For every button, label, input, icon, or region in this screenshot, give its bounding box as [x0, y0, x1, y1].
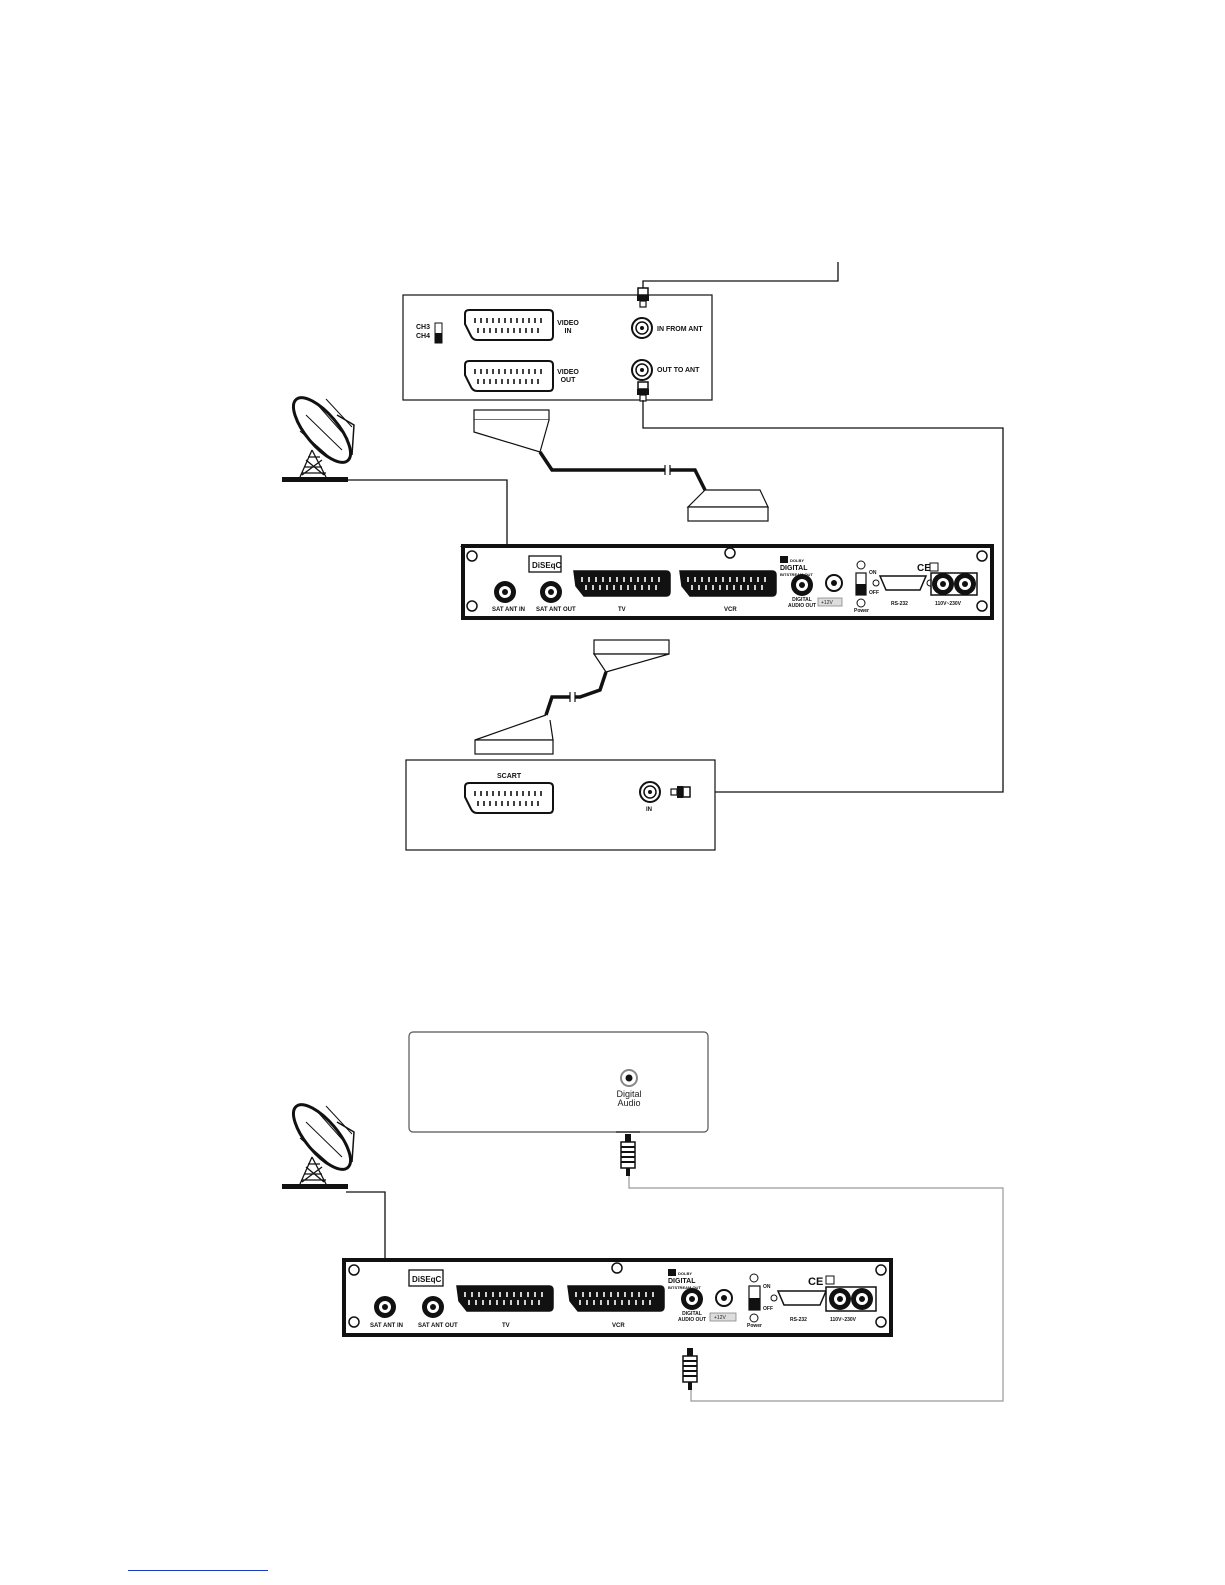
optical-plug-bottom	[682, 1347, 698, 1391]
scart-cable-bottom	[474, 639, 670, 755]
scart-cable-top	[473, 409, 769, 522]
on-label-bottom: ON	[763, 1284, 771, 1290]
digital-audio-out-socket	[791, 574, 813, 596]
in-from-ant-label: IN FROM ANT	[657, 326, 703, 333]
digital-audio-label-1: Digital	[616, 1089, 641, 1099]
video-out-label-2: OUT	[561, 377, 577, 384]
out-12v-label-bottom: +12V	[714, 1315, 726, 1321]
receiver-back-panel-bottom: DiSEqC SAT ANT IN SAT ANT OUT TV VCR DOL…	[342, 1258, 893, 1337]
digital-logo-bottom: DIGITAL	[668, 1278, 696, 1285]
ce-mark: CE	[917, 563, 931, 574]
tv-in-label: IN	[646, 807, 652, 813]
brand-logo-bottom: DiSEqC	[412, 1275, 442, 1284]
voltage-label-bottom: 110V~230V	[830, 1317, 857, 1323]
tv-port-label: TV	[618, 607, 626, 613]
brand-logo-top: DiSEqC	[532, 561, 562, 570]
sat-ant-in-socket	[494, 581, 516, 603]
digital-audio-out-label-bottom-2: AUDIO OUT	[678, 1317, 706, 1323]
digital-audio-out-label-bottom-1: DIGITAL	[682, 1311, 702, 1317]
amplifier-panel: Digital Audio	[408, 1031, 709, 1133]
rs232-port	[878, 575, 928, 591]
power-label: Power	[854, 608, 869, 614]
tv-scart-port	[464, 782, 554, 814]
out-12v-label: +12V	[821, 600, 833, 606]
vcr-port-label-bottom: VCR	[612, 1323, 625, 1329]
bitstream-label-bottom: BITSTREAM OUT	[668, 1285, 701, 1290]
optical-plug-top	[620, 1133, 636, 1177]
sat-ant-out-label-bottom: SAT ANT OUT	[418, 1323, 458, 1329]
lnb-cable-bottom	[346, 1191, 386, 1285]
dolby-label: DOLBY	[790, 558, 804, 563]
tv-scart-port	[573, 570, 671, 597]
vcr-scart-port	[679, 570, 777, 597]
satellite-dish-icon	[280, 387, 362, 484]
digital-audio-label-2: Audio	[617, 1098, 640, 1108]
sat-ant-out-label: SAT ANT OUT	[536, 607, 576, 613]
tv-back-panel: SCART IN	[405, 759, 716, 851]
sat-ant-in-label: SAT ANT IN	[492, 607, 525, 613]
ch3-label: CH3	[416, 324, 430, 331]
off-label: OFF	[869, 590, 879, 596]
lnb-cable	[346, 479, 508, 547]
tv-scart-label: SCART	[497, 773, 522, 780]
sat-ant-out-socket-bottom	[422, 1296, 444, 1318]
tv-port-label-bottom: TV	[502, 1323, 510, 1329]
on-label: ON	[869, 570, 877, 576]
voltage-label: 110V~230V	[935, 601, 962, 607]
footer-link-underline	[128, 1570, 268, 1571]
digital-audio-out-socket-bottom	[681, 1288, 703, 1310]
video-in-label-1: VIDEO	[557, 320, 579, 327]
tv-scart-port-bottom	[456, 1285, 554, 1312]
sat-ant-in-label-bottom: SAT ANT IN	[370, 1323, 403, 1329]
digital-audio-out-label-1: DIGITAL	[792, 597, 812, 603]
optical-cable	[628, 1176, 1004, 1402]
power-switch-bottom	[749, 1298, 760, 1310]
sat-ant-out-socket	[540, 581, 562, 603]
rf-cable	[642, 400, 1004, 793]
receiver-back-panel-top: DiSEqC SAT ANT IN SAT ANT OUT TV VCR DOL…	[460, 544, 994, 620]
video-in-scart-port	[464, 309, 554, 341]
antenna-cable	[642, 262, 839, 292]
tv-antenna-in-socket	[639, 781, 661, 803]
digital-logo: DIGITAL	[780, 565, 808, 572]
vcr-port-label: VCR	[724, 607, 737, 613]
dolby-label-bottom: DOLBY	[678, 1271, 692, 1276]
in-from-ant-socket	[631, 317, 653, 339]
rs232-label: RS-232	[891, 601, 908, 607]
ce-mark-bottom: CE	[808, 1276, 823, 1288]
power-label-bottom: Power	[747, 1323, 762, 1329]
off-label-bottom: OFF	[763, 1306, 773, 1312]
satellite-dish-bottom-icon	[280, 1094, 362, 1191]
bitstream-label: BITSTREAM OUT	[780, 572, 813, 577]
vcr-back-panel: CH3 CH4 VIDEO IN VIDEO OUT IN FROM ANT O…	[402, 294, 713, 401]
out-to-ant-label: OUT TO ANT	[657, 367, 700, 374]
rs232-label-bottom: RS-232	[790, 1317, 807, 1323]
video-out-scart-port	[464, 360, 554, 392]
digital-audio-out-label-2: AUDIO OUT	[788, 603, 816, 609]
sat-ant-in-socket-bottom	[374, 1296, 396, 1318]
vcr-scart-port-bottom	[567, 1285, 665, 1312]
power-switch	[856, 584, 866, 595]
out-to-ant-socket	[631, 359, 653, 381]
rs232-port-bottom	[776, 1290, 828, 1306]
video-out-label-1: VIDEO	[557, 369, 579, 376]
video-in-label-2: IN	[565, 328, 572, 335]
ch4-label: CH4	[416, 333, 430, 340]
